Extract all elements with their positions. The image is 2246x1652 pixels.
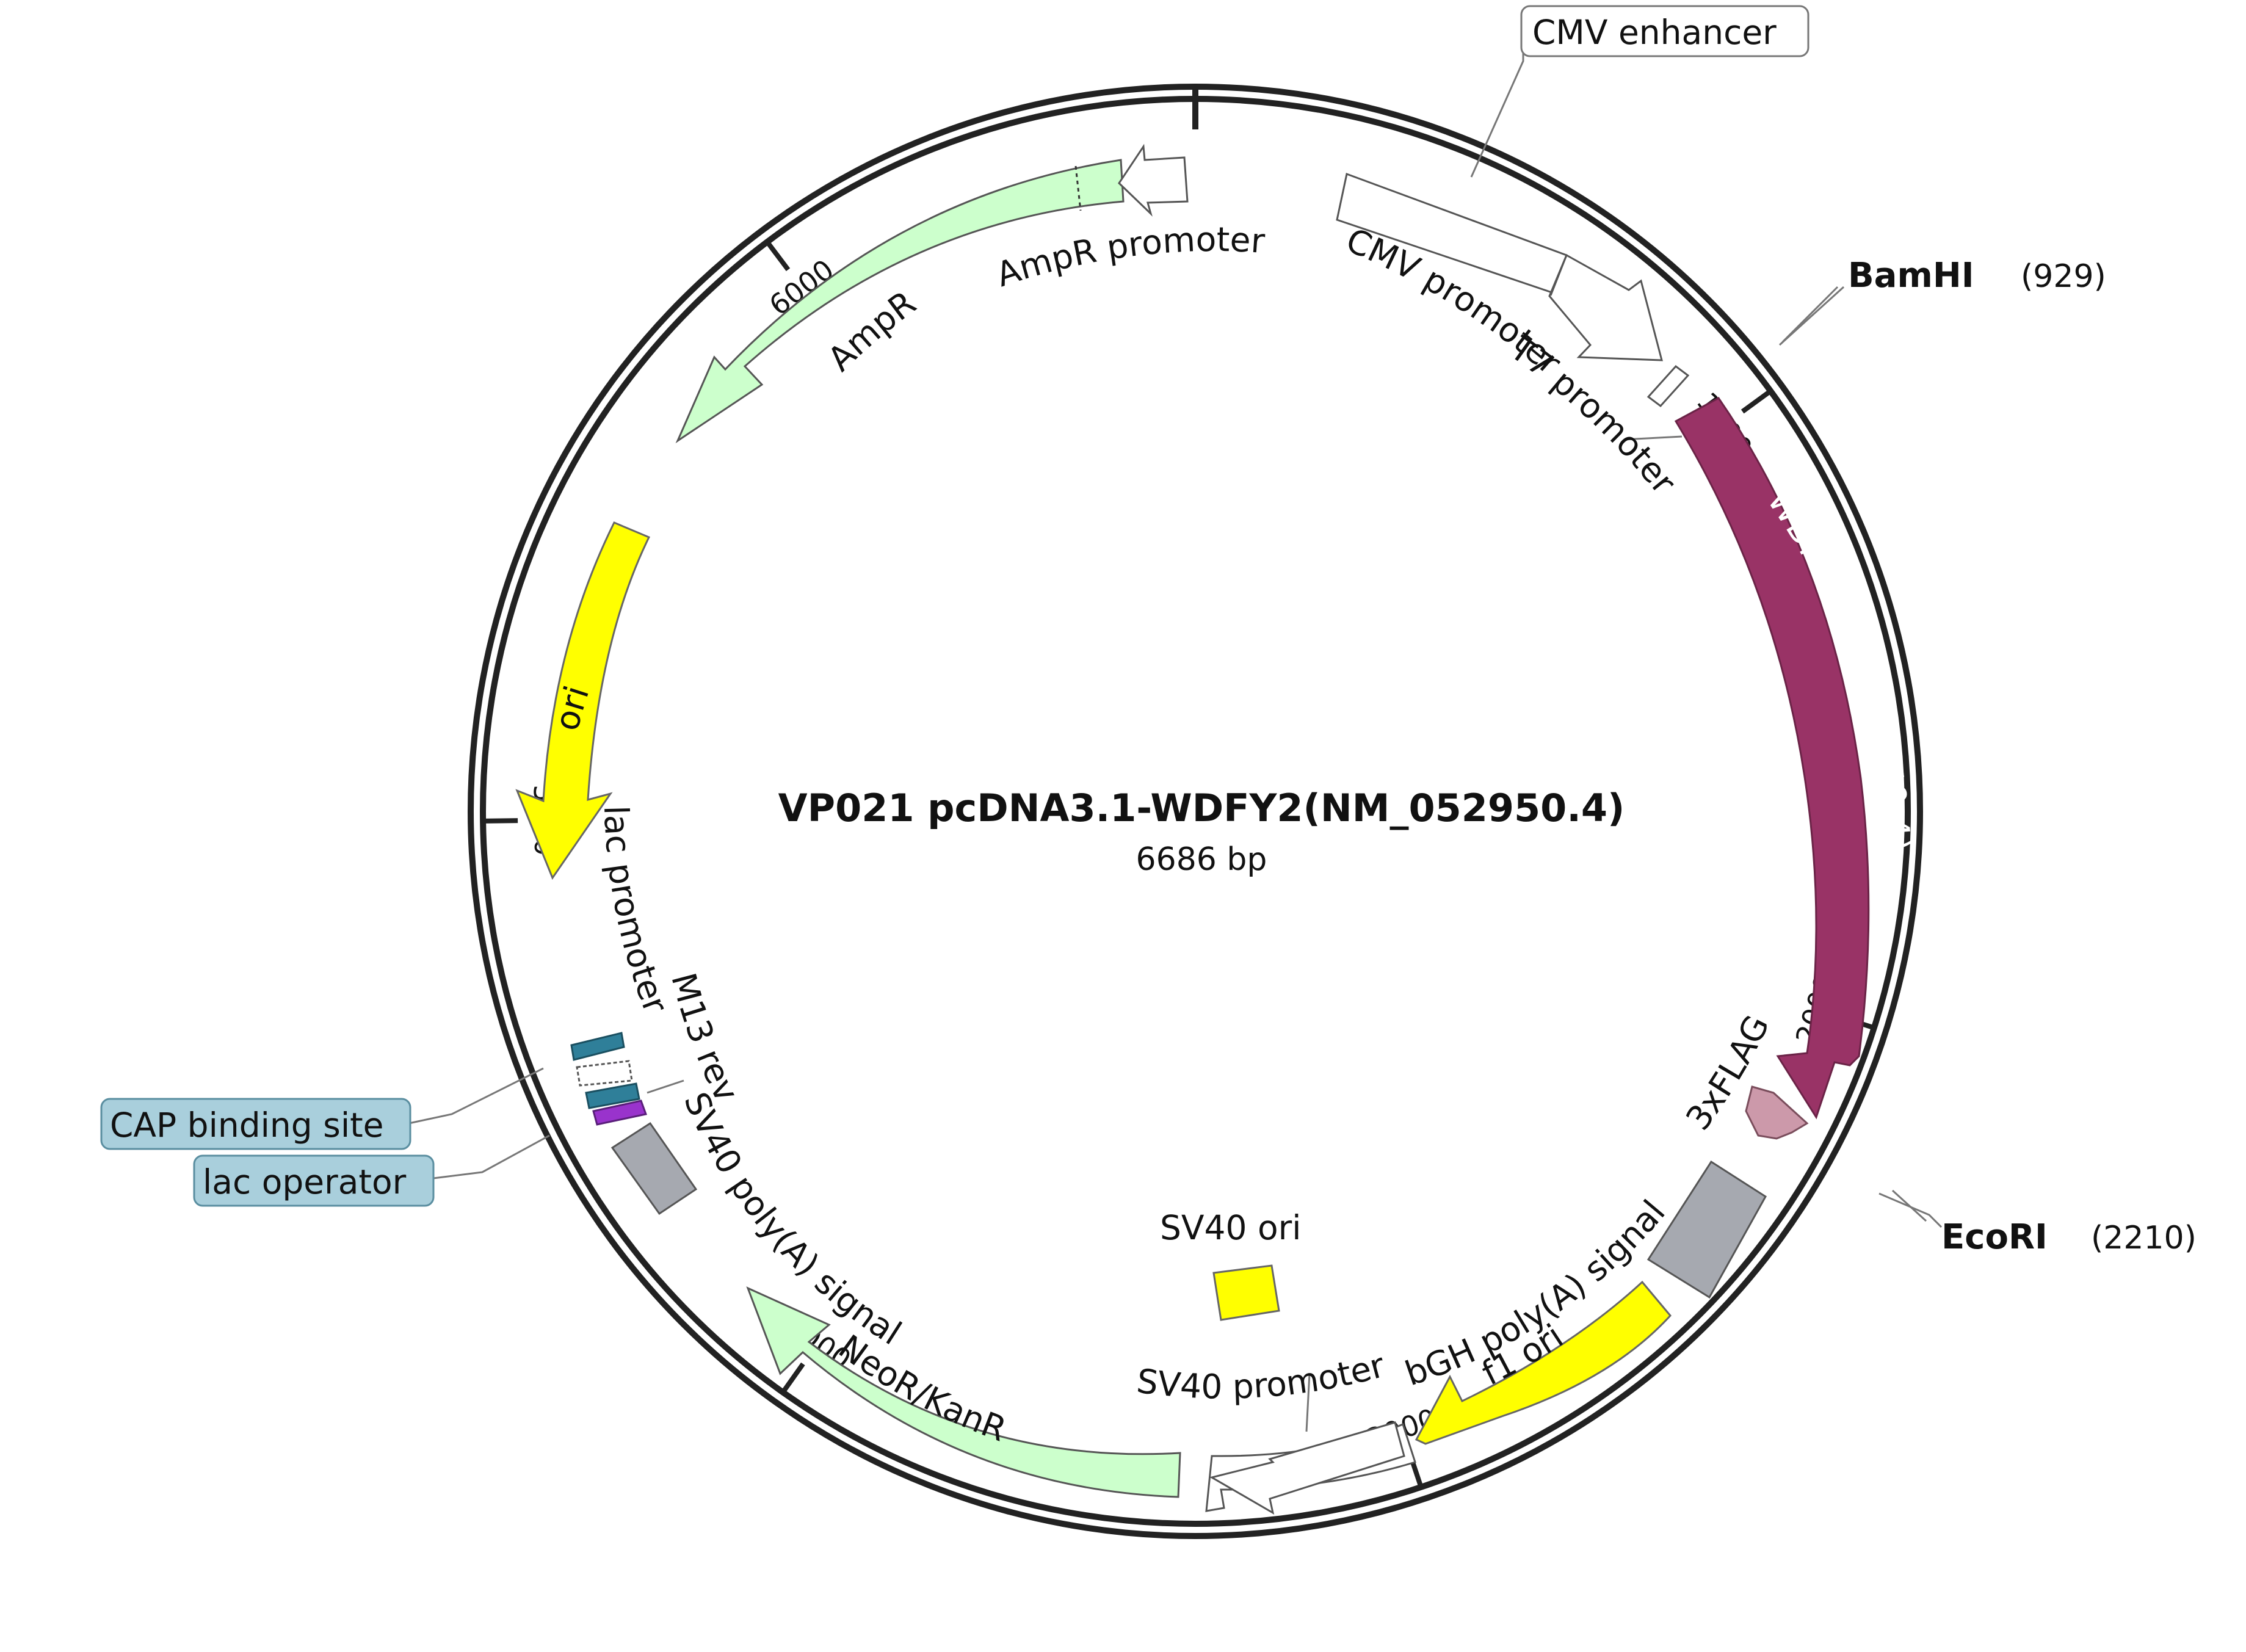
restriction-sites: BamHI (929) EcoRI (2210) [1778, 256, 2197, 1257]
boxed-labels: CMV enhancer CAP binding site lac operat… [100, 5, 1809, 1207]
bgh-polya-box[interactable] [1646, 1160, 1767, 1299]
svg-text:AmpR promoter: AmpR promoter [991, 220, 1266, 294]
wdfy2-insert-arrow[interactable] [1674, 397, 1870, 1120]
site-bamhi[interactable]: BamHI (929) [1778, 256, 2106, 346]
lac-promoter-box[interactable] [570, 1032, 625, 1061]
ori-arrow[interactable] [515, 521, 651, 880]
tick-mark-6000 [765, 240, 791, 272]
m13-rev-label[interactable]: M13 rev [664, 969, 746, 1107]
sv40-polya-box[interactable] [610, 1121, 698, 1215]
sv40-promoter-label[interactable]: SV40 promoter [1134, 1346, 1389, 1407]
neor-kanr-arrow[interactable] [746, 1286, 1181, 1498]
features [515, 143, 1870, 1515]
t7-promoter-arrow[interactable] [1646, 364, 1690, 408]
tick-mark-1000 [1741, 389, 1772, 414]
lac-operator-label[interactable]: lac operator [203, 1162, 407, 1201]
f1-ori-arrow[interactable] [1415, 1280, 1672, 1445]
lac-operator-box[interactable] [585, 1082, 640, 1109]
plasmid-title: VP021 pcDNA3.1-WDFY2(NM_052950.4) [778, 786, 1625, 830]
lac-cluster [570, 1032, 647, 1126]
sv40-promoter-arrowhead [1209, 1421, 1405, 1515]
site-ecori-name: EcoRI [1941, 1217, 2048, 1257]
cap-binding-site-box[interactable] [576, 1060, 633, 1087]
m13-rev-arrow[interactable] [592, 1100, 647, 1126]
flag-tag-arrow[interactable] [1745, 1085, 1809, 1140]
plasmid-length: 6686 bp [1136, 841, 1267, 878]
svg-text:SV40 promoter: SV40 promoter [1134, 1346, 1389, 1407]
cmv-enhancer-label[interactable]: CMV enhancer [1532, 13, 1777, 52]
site-ecori-position: (2210) [2091, 1220, 2197, 1256]
svg-text:M13 rev: M13 rev [664, 969, 746, 1107]
site-bamhi-position: (929) [2021, 258, 2106, 295]
lac-promoter-label[interactable]: lac promoter [596, 805, 676, 1019]
sv40-ori-box[interactable] [1212, 1264, 1280, 1321]
lac-operator-label-box [193, 1154, 435, 1207]
ampr-promoter-arrow[interactable] [1118, 143, 1189, 217]
cmv-promoter-arrow[interactable] [1548, 253, 1663, 361]
svg-text:lac promoter: lac promoter [596, 805, 676, 1019]
ampr-promoter-label[interactable]: AmpR promoter [991, 220, 1266, 294]
backbone-circle [468, 84, 1923, 1539]
site-ecori[interactable]: EcoRI (2210) [1878, 1192, 2197, 1257]
sv40-ori-label[interactable]: SV40 ori [1160, 1208, 1302, 1247]
tick-mark-4000 [781, 1362, 805, 1394]
cmv-enhancer-label-box [1520, 5, 1809, 57]
cap-binding-site-label-box [100, 1098, 411, 1150]
cap-binding-site-label[interactable]: CAP binding site [110, 1106, 384, 1145]
site-bamhi-name: BamHI [1848, 256, 1974, 295]
